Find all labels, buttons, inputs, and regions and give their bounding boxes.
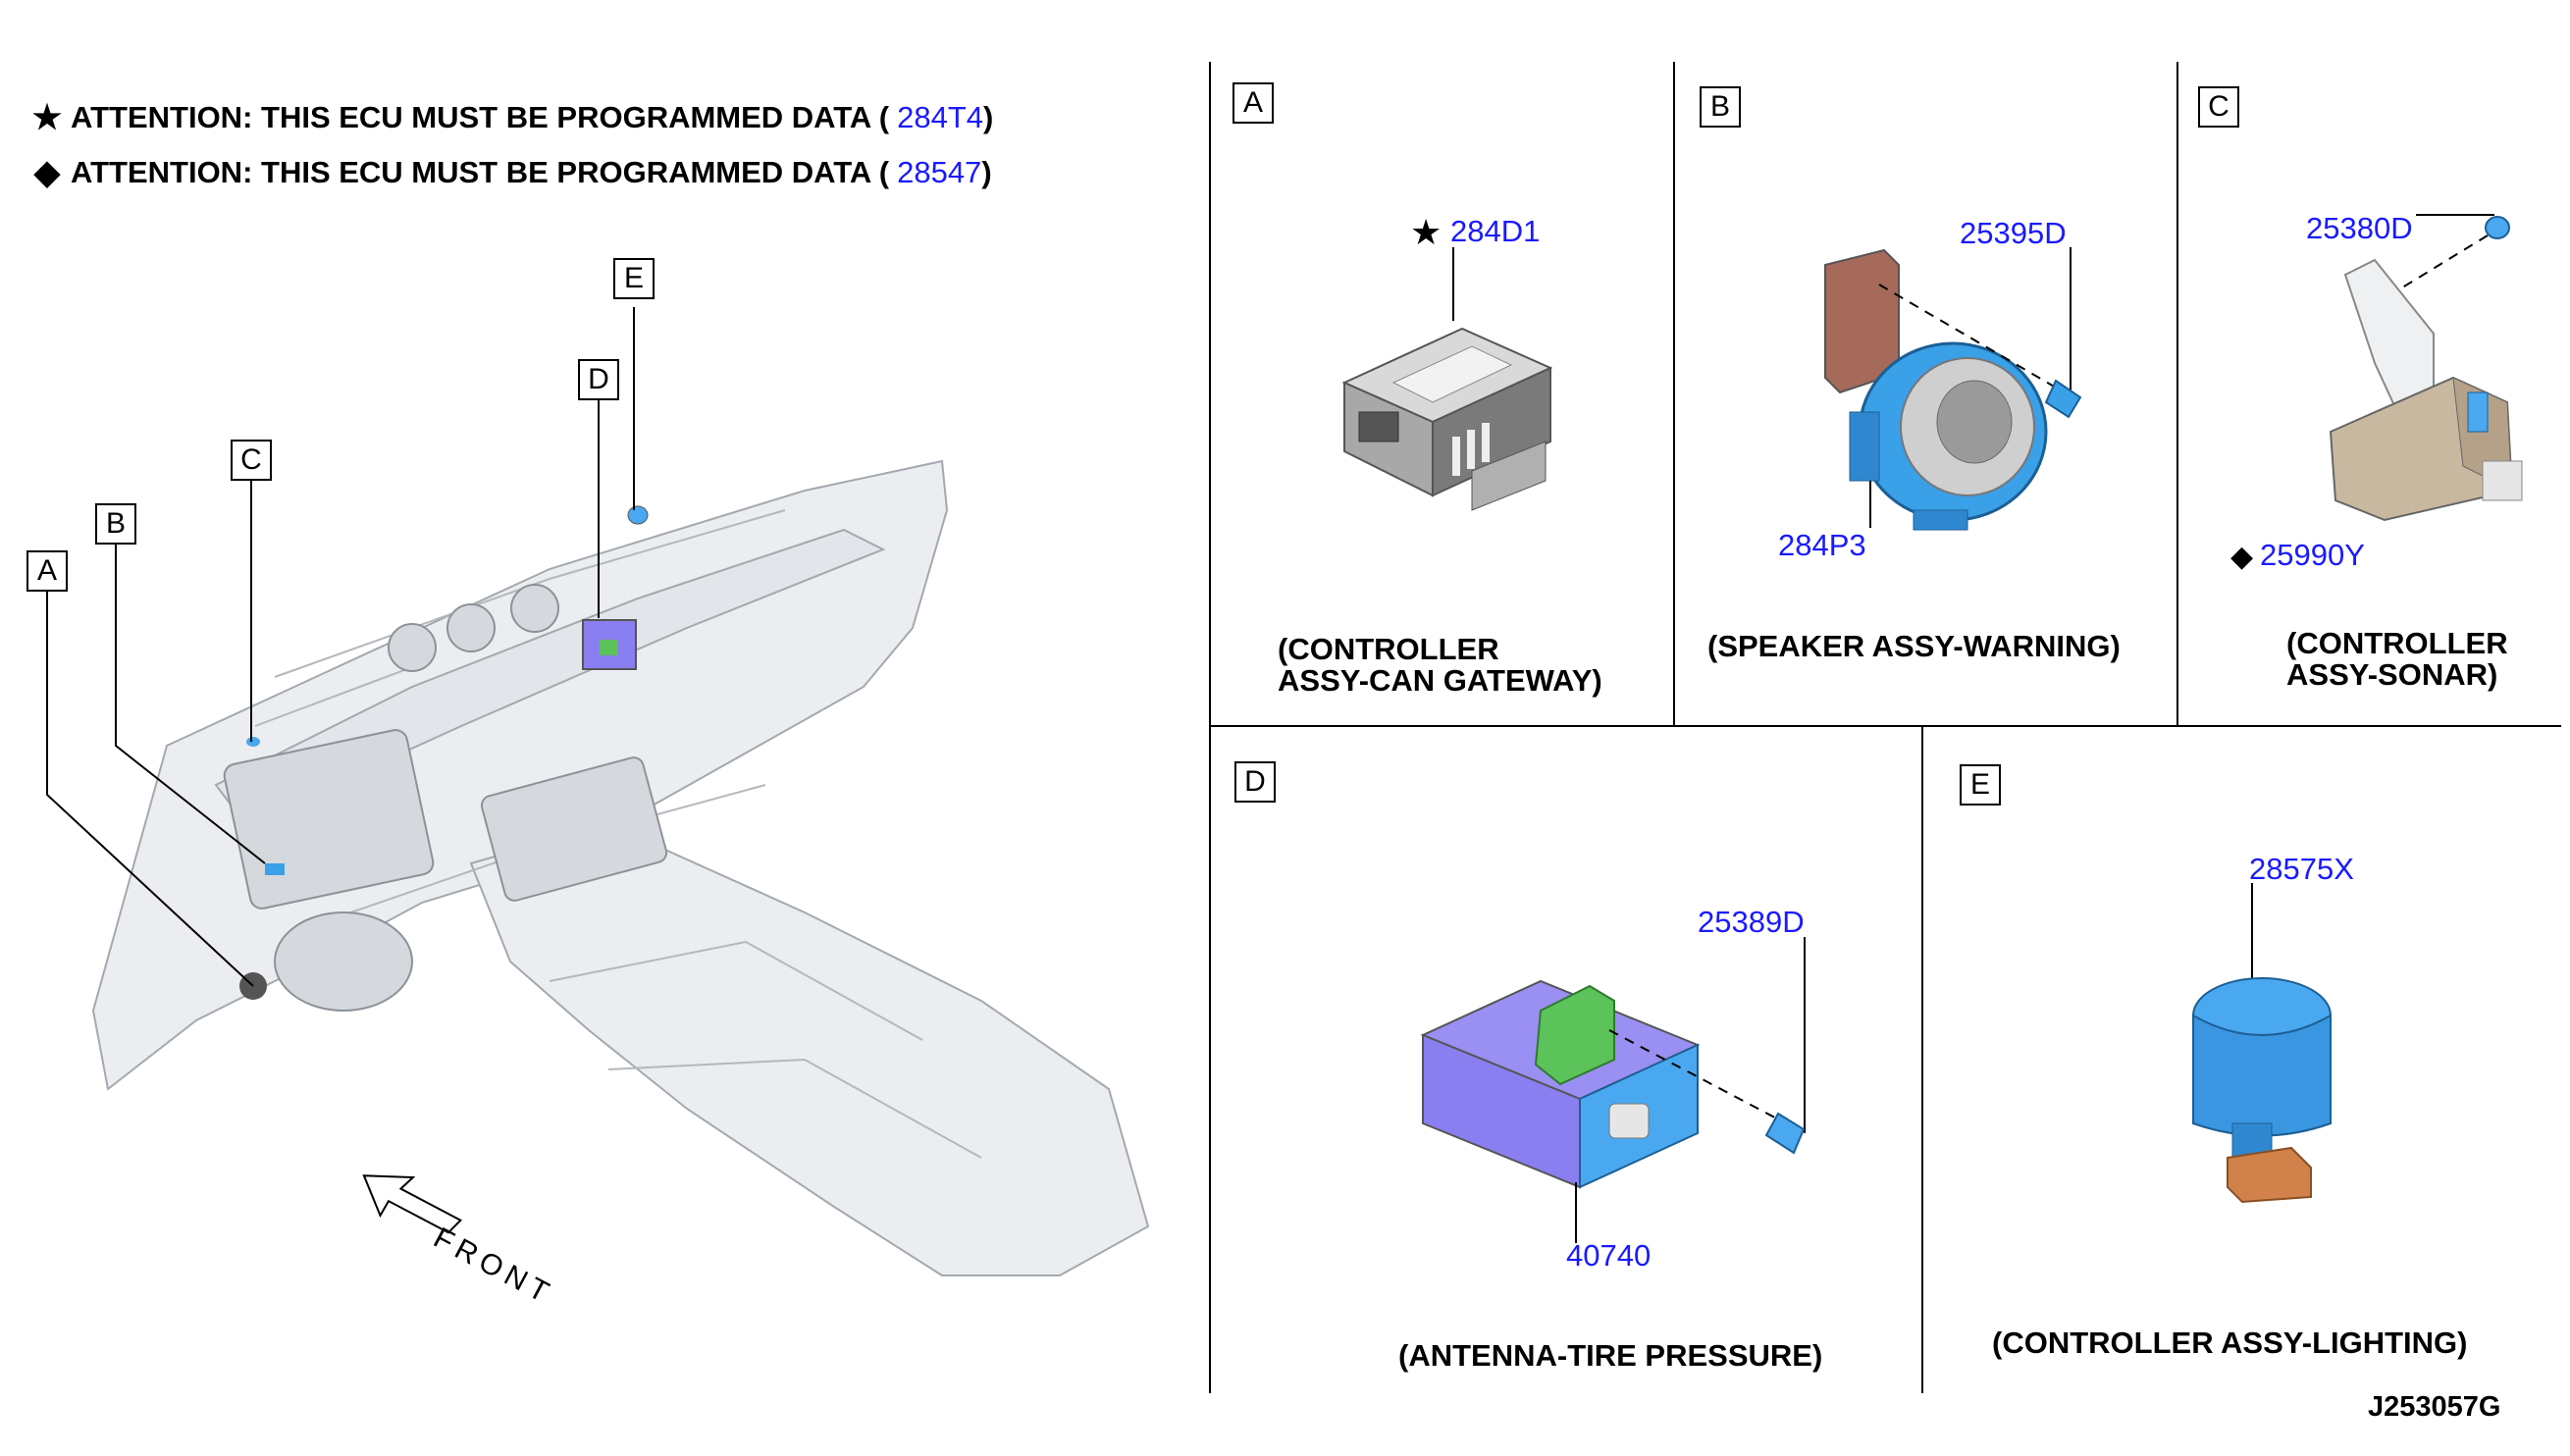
- part-name-line2: ASSY-SONAR): [2286, 657, 2498, 692]
- leader-line: [1869, 481, 1871, 528]
- tire-pressure-antenna-body: [1420, 979, 1806, 1189]
- lighting-controller-illustration: [2192, 977, 2332, 1204]
- grid-divider: [2177, 62, 2178, 725]
- part-number-link[interactable]: 284T4: [897, 100, 983, 134]
- panel-e-label: E: [1960, 764, 2001, 806]
- part-number-25389d[interactable]: 25389D: [1698, 905, 1805, 939]
- part-name-line1: (CONTROLLER: [1278, 632, 1499, 666]
- leader-line: [1452, 247, 1454, 321]
- attention-text: ATTENTION: THIS ECU MUST BE PROGRAMMED D…: [71, 100, 890, 134]
- attention-close: ): [981, 155, 992, 189]
- sonar-controller-illustration: [2329, 216, 2523, 522]
- grid-divider: [1209, 62, 1211, 1393]
- panel-c-label: C: [2198, 86, 2239, 128]
- part-c-marker: [246, 737, 260, 747]
- overview-callout-a[interactable]: A: [26, 550, 68, 592]
- drawing-id: J253057G: [2368, 1391, 2501, 1423]
- leader-line: [2416, 214, 2494, 216]
- part-name-line2: ASSY-CAN GATEWAY): [1278, 663, 1602, 698]
- part-number-25990y[interactable]: 25990Y: [2260, 538, 2365, 572]
- part-number-284p3[interactable]: 284P3: [1778, 528, 1866, 562]
- grid-divider: [1673, 62, 1675, 725]
- part-number-25380d[interactable]: 25380D: [2306, 211, 2413, 245]
- leader-line: [1575, 1182, 1577, 1243]
- part-name: (CONTROLLER ASSY-LIGHTING): [1992, 1326, 2468, 1360]
- attention-note-star: ★ ATTENTION: THIS ECU MUST BE PROGRAMMED…: [27, 98, 994, 137]
- overview-callout-b[interactable]: B: [95, 503, 136, 545]
- grid-divider: [1209, 725, 2561, 727]
- part-number-link[interactable]: 28547: [897, 155, 982, 189]
- can-gateway-controller-illustration: [1341, 327, 1553, 511]
- star-icon: ★: [31, 99, 63, 136]
- part-number-25395d[interactable]: 25395D: [1960, 216, 2067, 250]
- part-name: (SPEAKER ASSY-WARNING): [1707, 629, 2121, 663]
- part-number-40740[interactable]: 40740: [1566, 1238, 1652, 1273]
- part-number-28575x[interactable]: 28575X: [2249, 852, 2354, 886]
- panel-a-label: A: [1233, 82, 1274, 124]
- overview-callout-c[interactable]: C: [231, 440, 272, 481]
- part-d-marker: [582, 619, 637, 670]
- grid-divider: [1921, 725, 1923, 1393]
- part-name: (ANTENNA-TIRE PRESSURE): [1398, 1338, 1823, 1373]
- leader-line: [2070, 247, 2072, 399]
- warning-speaker-illustration: [1824, 248, 2082, 531]
- attention-close: ): [983, 100, 994, 134]
- part-e-marker: [627, 505, 649, 525]
- attention-note-diamond: ◆ ATTENTION: THIS ECU MUST BE PROGRAMMED…: [27, 153, 992, 192]
- leader-line: [1804, 937, 1806, 1133]
- diamond-icon: ◆: [33, 154, 61, 191]
- overview-callout-e[interactable]: E: [613, 258, 655, 299]
- star-icon: ★: [1410, 212, 1442, 252]
- attention-text: ATTENTION: THIS ECU MUST BE PROGRAMMED D…: [71, 155, 890, 189]
- part-b-marker: [265, 863, 285, 875]
- diamond-icon: ◆: [2230, 541, 2254, 573]
- part-name-line1: (CONTROLLER: [2286, 626, 2508, 660]
- part-number-284d1[interactable]: 284D1: [1450, 214, 1541, 248]
- leader-line: [2251, 883, 2253, 981]
- panel-b-label: B: [1700, 86, 1741, 128]
- dashboard-overview-illustration: [46, 307, 1150, 1276]
- panel-d-label: D: [1234, 761, 1276, 803]
- overview-callout-d[interactable]: D: [578, 359, 619, 400]
